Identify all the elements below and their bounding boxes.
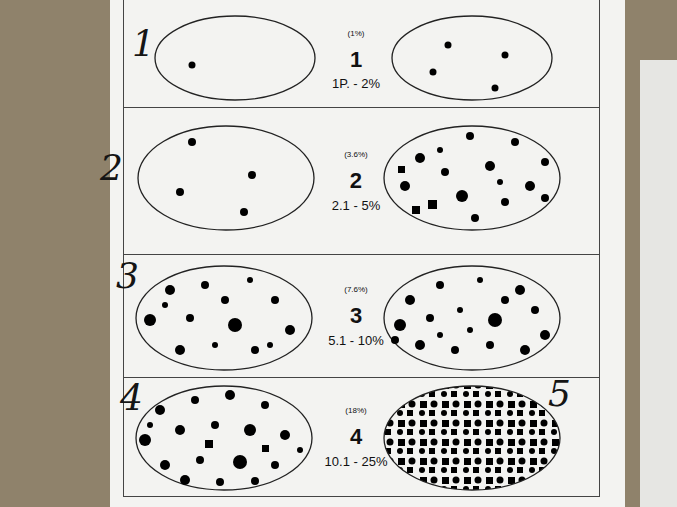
row-text-column: (3.6%) 2 2.1 - 5% [332, 150, 380, 212]
severity-row: (3.6%) 2 2.1 - 5% [123, 108, 600, 255]
percent-range: 1P. - 2% [332, 76, 380, 91]
row-text-column: (18%) 4 10.1 - 25% [325, 406, 388, 468]
percent-range: 5.1 - 10% [328, 333, 384, 348]
percent-range: 10.1 - 25% [325, 454, 388, 469]
handwritten-number: 5 [548, 376, 571, 412]
percent-note: (7.6%) [344, 285, 368, 294]
handwritten-number: 3 [116, 258, 139, 294]
severity-row: (7.6%) 3 5.1 - 10% [123, 255, 600, 378]
severity-class: 3 [350, 304, 362, 328]
paper-sheet [110, 0, 625, 507]
tuber-outlines [136, 16, 560, 490]
handwritten-number: 1 [132, 26, 155, 62]
row-text-column: (1%) 1 1P. - 2% [332, 29, 380, 91]
severity-class: 1 [350, 48, 362, 72]
severity-row: (1%) 1 1P. - 2% [123, 0, 600, 108]
row-text-column: (7.6%) 3 5.1 - 10% [328, 285, 384, 347]
handwritten-number: 2 [100, 150, 123, 186]
percent-note: (1%) [348, 29, 365, 38]
tuber-outline-dense [384, 386, 560, 490]
percent-note: (3.6%) [344, 150, 368, 159]
percent-range: 2.1 - 5% [332, 198, 380, 213]
handwritten-number: 4 [120, 380, 143, 416]
lesion-dots [139, 42, 550, 487]
severity-class: 2 [350, 169, 362, 193]
severity-class: 4 [350, 425, 362, 449]
paper-edge [640, 60, 677, 507]
percent-note: (18%) [345, 406, 366, 415]
severity-row: (18%) 4 10.1 - 25% [123, 378, 600, 497]
